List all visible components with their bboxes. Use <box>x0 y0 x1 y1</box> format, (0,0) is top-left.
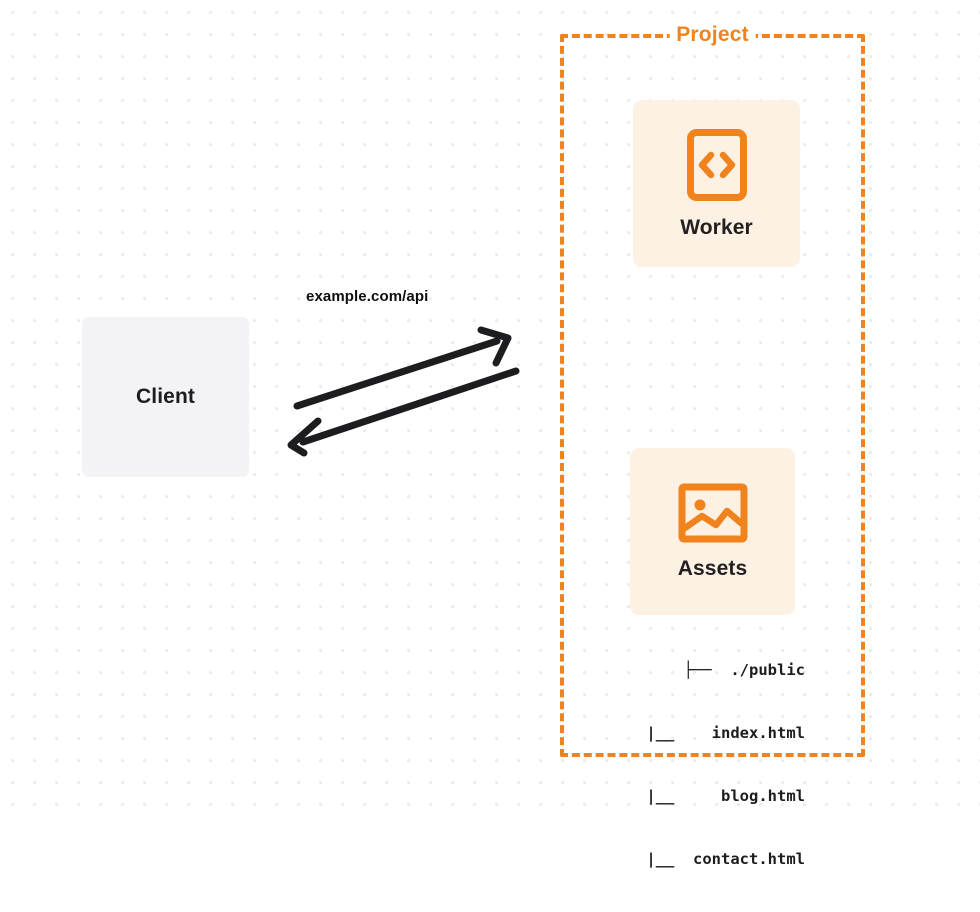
file-tree-row: |__ contact.html <box>646 850 805 868</box>
asset-file-tree: ├── ./public |__ index.html |__ blog.htm… <box>600 618 805 912</box>
file-tree-row: |__ blog.html <box>646 787 805 805</box>
code-brackets-icon <box>686 128 748 202</box>
connection-label: example.com/api <box>306 288 429 305</box>
assets-node-label: Assets <box>677 556 748 580</box>
diagram-canvas: Client example.com/api Project Worker <box>0 0 980 868</box>
worker-node-label: Worker <box>680 215 753 239</box>
file-tree-row: |__ index.html <box>646 724 805 742</box>
file-tree-row: ├── ./public <box>683 661 805 679</box>
request-arrow <box>293 326 512 410</box>
assets-node[interactable]: Assets <box>630 448 795 615</box>
worker-node[interactable]: Worker <box>633 100 800 267</box>
client-node[interactable]: Client <box>82 317 249 477</box>
project-boundary: Project <box>560 23 865 757</box>
image-icon <box>678 483 748 543</box>
project-title: Project <box>669 23 756 47</box>
client-node-label: Client <box>136 385 195 408</box>
response-arrow <box>287 367 520 457</box>
